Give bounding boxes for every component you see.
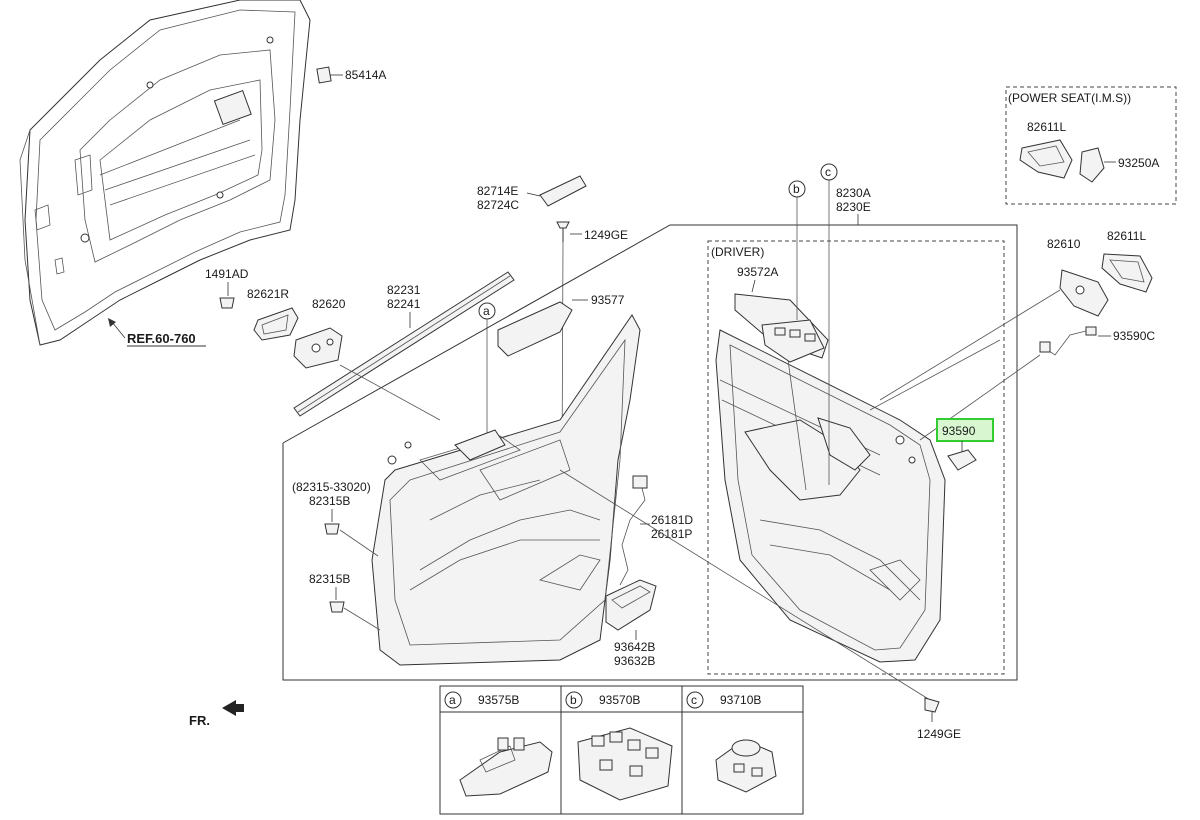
callout-b: b: [787, 180, 807, 491]
switch-trim-93572A: 93572A: [734, 265, 829, 363]
label-82611L-box: 82611L: [1027, 120, 1066, 134]
screw-82315B-upper: (82315-33020) 82315B: [292, 480, 379, 557]
callout-a-top: a: [478, 302, 496, 480]
label-82231: 82231: [387, 283, 421, 297]
legend-cell-b: b 93570B: [565, 691, 673, 801]
panel-assembly-8230A: 8230A 8230E: [836, 186, 871, 225]
screw-82315B-lower: 82315B: [309, 572, 381, 631]
switch-93590C: 93590C: [919, 326, 1155, 441]
callout-c: c: [820, 163, 838, 485]
legend-cell-c: c 93710B: [686, 691, 777, 793]
fr-label: FR.: [189, 713, 210, 728]
label-93577: 93577: [591, 293, 625, 307]
front-door-frame: [19, 0, 311, 346]
power-seat-title: (POWER SEAT(I.M.S)): [1008, 91, 1131, 105]
label-93642B: 93642B: [614, 640, 655, 654]
label-1249GE-top: 1249GE: [584, 228, 628, 242]
ref-label-group: REF.60-760: [108, 318, 206, 347]
driver-label: (DRIVER): [711, 245, 764, 259]
label-82315B-upper: 82315B: [309, 494, 350, 508]
label-93590: 93590: [942, 424, 976, 438]
switch-93642B: 93642B 93632B: [605, 579, 657, 668]
legend-table: a 93575B b 93570B c 93710B: [439, 685, 804, 815]
handle-82621R: 82621R: [247, 287, 299, 341]
screw-1249GE-bottom: 1249GE: [559, 469, 961, 741]
label-1249GE-bottom: 1249GE: [917, 727, 961, 741]
label-93250A: 93250A: [1118, 156, 1159, 170]
label-85414A: 85414A: [345, 68, 386, 82]
connector-leaders: [339, 289, 1061, 421]
front-direction-indicator: FR.: [189, 700, 244, 728]
label-82315-33020: (82315-33020): [292, 480, 371, 494]
ref-label: REF.60-760: [127, 331, 196, 346]
handle-82611L-right: 82611L: [1101, 229, 1153, 293]
label-82315B-lower: 82315B: [309, 572, 350, 586]
label-82621R: 82621R: [247, 287, 289, 301]
main-panel-outline: [282, 224, 1018, 681]
label-26181D: 26181D: [651, 513, 693, 527]
clip-85414A: 85414A: [316, 66, 386, 84]
label-82241: 82241: [387, 297, 421, 311]
label-82724C: 82724C: [477, 198, 519, 212]
trim-pad-82714E: 82714E 82724C: [477, 175, 587, 212]
handle-82610: 82610: [1047, 237, 1109, 317]
wiring-26181D: 26181D 26181P: [619, 475, 693, 586]
legend-part-c: 93710B: [720, 693, 761, 707]
handle-mechanism-82620: 82620: [293, 297, 346, 369]
label-1491AD: 1491AD: [205, 267, 249, 281]
label-8230A: 8230A: [836, 186, 871, 200]
svg-text:c: c: [825, 165, 831, 179]
weatherstrip-82231: 82231 82241: [293, 271, 515, 417]
label-26181P: 26181P: [651, 527, 692, 541]
legend-cell-a: a 93575B: [444, 691, 553, 797]
label-82620: 82620: [312, 297, 346, 311]
screw-1491AD: 1491AD: [205, 267, 249, 309]
highlight-93590: [936, 418, 994, 442]
door-trim-panel-driver: [715, 329, 1001, 663]
svg-text:a: a: [449, 693, 456, 707]
svg-text:b: b: [793, 182, 800, 196]
door-trim-panel-passenger: [371, 314, 641, 666]
label-82714E: 82714E: [477, 184, 518, 198]
label-82611L-right: 82611L: [1107, 229, 1146, 243]
legend-part-a: 93575B: [478, 693, 519, 707]
power-seat-box: (POWER SEAT(I.M.S)) 82611L 93250A: [1005, 86, 1177, 205]
trim-cover-93577: 93577: [497, 293, 625, 357]
label-82610: 82610: [1047, 237, 1081, 251]
driver-box: (DRIVER): [707, 240, 1005, 675]
label-93632B: 93632B: [614, 654, 655, 668]
svg-text:a: a: [483, 304, 490, 318]
label-93590C: 93590C: [1113, 329, 1155, 343]
svg-text:b: b: [570, 693, 577, 707]
switch-93590: 93590: [936, 418, 994, 471]
label-93572A: 93572A: [737, 265, 778, 279]
legend-part-b: 93570B: [599, 693, 640, 707]
svg-text:c: c: [691, 693, 697, 707]
label-8230E: 8230E: [836, 200, 871, 214]
arrow-icon: [222, 700, 244, 716]
